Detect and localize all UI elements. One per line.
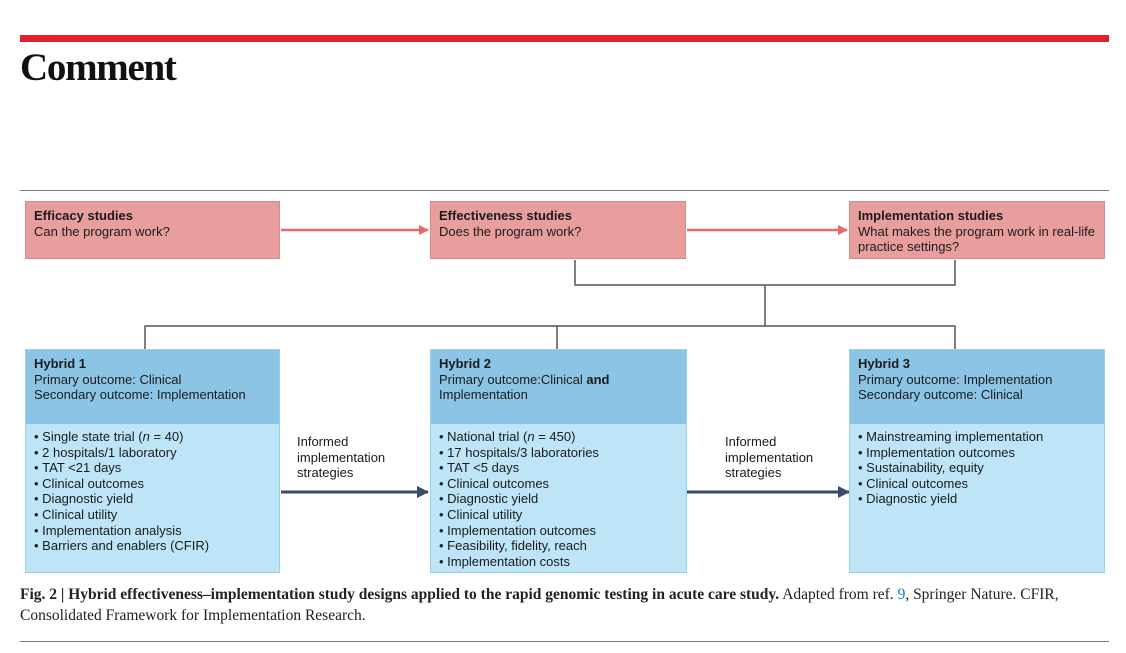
list-item: Diagnostic yield [34, 491, 271, 507]
effectiveness-studies-title: Effectiveness studies [439, 208, 572, 223]
hybrid-1-box: Hybrid 1 Primary outcome: Clinical Secon… [25, 349, 280, 573]
list-item: National trial (n = 450) [439, 429, 678, 445]
list-item: Clinical outcomes [439, 476, 678, 492]
efficacy-studies-box: Efficacy studies Can the program work? [25, 201, 280, 259]
hybrid-3-secondary-outcome: Secondary outcome: Clinical [858, 387, 1023, 402]
hybrid-2-list: National trial (n = 450)17 hospitals/3 l… [431, 424, 686, 569]
list-item: Implementation analysis [34, 523, 271, 539]
caption-ref-link[interactable]: 9 [897, 586, 906, 603]
list-item: Clinical outcomes [34, 476, 271, 492]
figure-caption: Fig. 2 | Hybrid effectiveness–implementa… [20, 584, 1105, 626]
accent-bar [20, 35, 1109, 42]
caption-text-before-ref: Adapted from ref. [779, 586, 898, 603]
hybrid-1-primary-outcome: Primary outcome: Clinical [34, 371, 182, 387]
list-item: Barriers and enablers (CFIR) [34, 538, 271, 554]
arrow-label-1: Informed implementation strategies [297, 434, 386, 480]
hybrid-1-header: Hybrid 1 Primary outcome: Clinical Secon… [26, 350, 279, 424]
hybrid-2-header: Hybrid 2 Primary outcome:Clinical and Im… [431, 350, 686, 424]
hybrid-2-primary-rest: Implementation [439, 387, 528, 402]
list-item: TAT <21 days [34, 460, 271, 476]
caption-label: Fig. 2 | Hybrid effectiveness–implementa… [20, 586, 780, 603]
effectiveness-studies-question: Does the program work? [439, 223, 582, 239]
top-rule [20, 190, 1109, 191]
hybrid-2-primary-and: and [586, 371, 610, 387]
implementation-studies-question: What makes the program work in real-life… [858, 223, 1095, 255]
hybrid-2-title: Hybrid 2 [439, 356, 492, 371]
hybrid-1-title: Hybrid 1 [34, 356, 87, 371]
hybrid-3-list: Mainstreaming implementationImplementati… [850, 424, 1104, 507]
list-item: Diagnostic yield [858, 491, 1096, 507]
efficacy-studies-question: Can the program work? [34, 223, 170, 239]
list-item: Clinical utility [439, 507, 678, 523]
list-item: Mainstreaming implementation [858, 429, 1096, 445]
stage-bracket-connector [574, 260, 956, 326]
hybrid-2-box: Hybrid 2 Primary outcome:Clinical and Im… [430, 349, 687, 573]
hybrid-3-primary-outcome: Primary outcome: Implementation [858, 371, 1053, 387]
list-item: Diagnostic yield [439, 491, 678, 507]
list-item: Clinical utility [34, 507, 271, 523]
bottom-rule [20, 641, 1109, 642]
list-item: Single state trial (n = 40) [34, 429, 271, 445]
list-item: Clinical outcomes [858, 476, 1096, 492]
implementation-studies-box: Implementation studies What makes the pr… [849, 201, 1105, 259]
hybrid-3-title: Hybrid 3 [858, 356, 911, 371]
list-item: 17 hospitals/3 laboratories [439, 445, 678, 461]
list-item: Sustainability, equity [858, 460, 1096, 476]
list-item: Implementation outcomes [858, 445, 1096, 461]
hybrid-2-primary-outcome: Primary outcome:Clinical and [439, 372, 678, 388]
effectiveness-studies-box: Effectiveness studies Does the program w… [430, 201, 686, 259]
efficacy-studies-title: Efficacy studies [34, 208, 133, 223]
list-item: 2 hospitals/1 laboratory [34, 445, 271, 461]
hybrid-1-secondary-outcome: Secondary outcome: Implementation [34, 387, 246, 402]
list-item: Feasibility, fidelity, reach [439, 538, 678, 554]
hybrid-3-box: Hybrid 3 Primary outcome: Implementation… [849, 349, 1105, 573]
caption-text-after-ref: , Springer Nature. CFIR, Consolidated Fr… [20, 586, 1059, 624]
implementation-studies-title: Implementation studies [858, 208, 1004, 223]
list-item: TAT <5 days [439, 460, 678, 476]
list-item: Implementation outcomes [439, 523, 678, 539]
list-item: Implementation costs [439, 554, 678, 570]
hybrid-2-primary-prefix: Primary outcome:Clinical [439, 371, 587, 387]
hybrid-bracket-connector [144, 325, 956, 349]
section-heading: Comment [20, 46, 177, 89]
hybrid-1-list: Single state trial (n = 40)2 hospitals/1… [26, 424, 279, 554]
arrow-label-2: Informed implementation strategies [725, 434, 814, 480]
hybrid-3-header: Hybrid 3 Primary outcome: Implementation… [850, 350, 1104, 424]
